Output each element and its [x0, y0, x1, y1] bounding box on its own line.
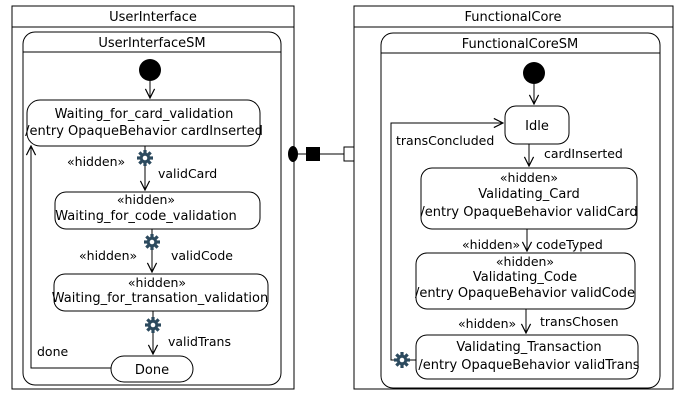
- state-name: Waiting_for_transation_validation: [52, 291, 268, 306]
- gear-icon: [394, 352, 410, 368]
- userinterface-state-machine[interactable]: UserInterfaceSM: [22, 31, 282, 386]
- transition-codetyped-stereotype: «hidden»: [462, 237, 520, 252]
- state-name: Waiting_for_card_validation: [55, 107, 234, 122]
- state-validating-code[interactable]: «hidden» Validating_Code /entry OpaqueBe…: [415, 252, 636, 310]
- functionalcore-block-title: FunctionalCore: [465, 10, 562, 25]
- state-entry-behavior: /entry OpaqueBehavior validCard: [420, 205, 637, 220]
- functionalcore-sm-title: FunctionalCoreSM: [462, 37, 578, 52]
- fc-initial-node[interactable]: [523, 62, 545, 84]
- state-stereotype: «hidden»: [128, 275, 186, 290]
- state-waiting-for-code-validation[interactable]: «hidden» Waiting_for_code_validation: [54, 191, 261, 230]
- transition-done[interactable]: [31, 146, 111, 369]
- state-idle[interactable]: Idle: [504, 105, 570, 145]
- state-name: Idle: [525, 119, 549, 134]
- transition-validcode-stereotype: «hidden»: [79, 248, 137, 263]
- state-name: Validating_Code: [473, 270, 577, 285]
- transition-validtrans-label: validTrans: [168, 334, 231, 349]
- state-waiting-for-transation-validation[interactable]: «hidden» Waiting_for_transation_validati…: [52, 273, 269, 312]
- state-entry-behavior: /entry OpaqueBehavior cardInserted: [25, 124, 263, 139]
- state-validating-card[interactable]: «hidden» Validating_Card /entry OpaqueBe…: [420, 167, 638, 230]
- gear-icon: [144, 234, 160, 250]
- gear-icon: [137, 150, 153, 166]
- transition-validcard-stereotype: «hidden»: [67, 154, 125, 169]
- userinterface-sm-title: UserInterfaceSM: [98, 36, 205, 51]
- state-waiting-for-card-validation[interactable]: Waiting_for_card_validation /entry Opaqu…: [25, 99, 263, 147]
- state-stereotype: «hidden»: [496, 254, 554, 269]
- state-name: Validating_Card: [478, 187, 579, 202]
- transition-transconcluded-label: transConcluded: [396, 133, 494, 148]
- state-stereotype: «hidden»: [500, 170, 558, 185]
- userinterface-block-title: UserInterface: [109, 10, 197, 25]
- transition-transchosen-label: transChosen: [540, 314, 619, 329]
- state-entry-behavior: /entry OpaqueBehavior validTrans: [418, 358, 639, 373]
- state-entry-behavior: /entry OpaqueBehavior validCode: [415, 286, 635, 301]
- state-name: Done: [135, 363, 169, 378]
- transition-cardinserted-label: cardInserted: [544, 146, 623, 161]
- transition-transchosen-stereotype: «hidden»: [458, 316, 516, 331]
- transition-done-label: done: [37, 344, 69, 359]
- state-done[interactable]: Done: [110, 355, 194, 383]
- state-name: Validating_Transaction: [456, 340, 601, 355]
- gear-icon: [145, 317, 161, 333]
- ui-initial-node[interactable]: [139, 59, 161, 81]
- state-validating-transaction[interactable]: Validating_Transaction /entry OpaqueBeha…: [415, 334, 640, 380]
- functionalcore-state-machine[interactable]: FunctionalCoreSM: [380, 32, 661, 389]
- transition-validcode-label: validCode: [171, 248, 233, 263]
- transition-validcard-label: validCard: [158, 166, 217, 181]
- transition-codetyped-label: codeTyped: [536, 237, 603, 252]
- state-stereotype: «hidden»: [117, 192, 175, 207]
- state-name: Waiting_for_code_validation: [55, 209, 237, 224]
